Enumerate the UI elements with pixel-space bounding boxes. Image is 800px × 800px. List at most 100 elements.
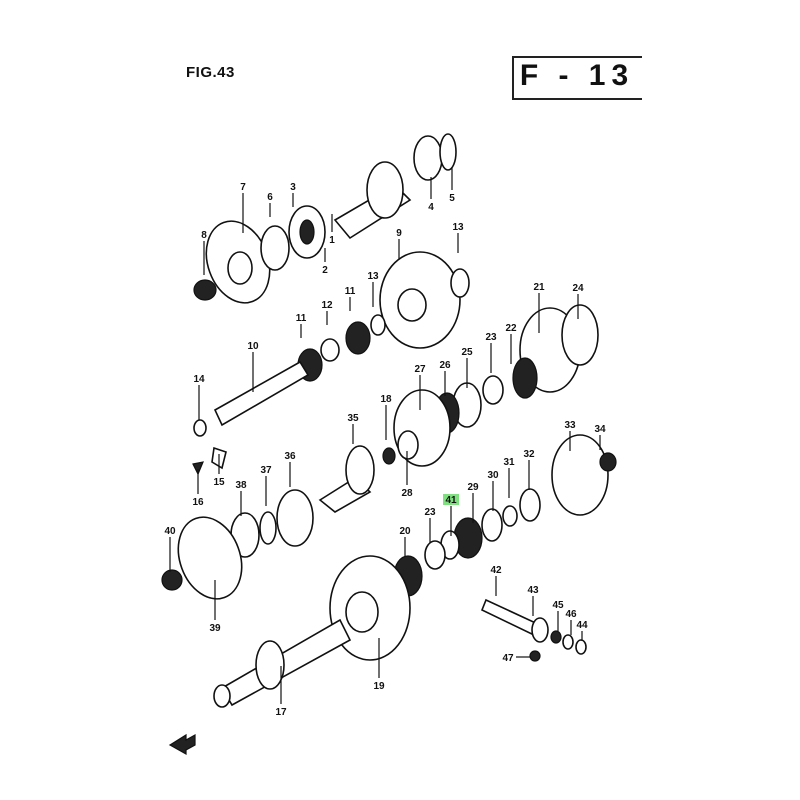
circlip-5 xyxy=(439,133,457,171)
callout-25: 25 xyxy=(461,347,473,388)
callout-3: 3 xyxy=(290,182,296,207)
callout-36: 36 xyxy=(284,451,296,487)
callout-number[interactable]: 41 xyxy=(445,495,457,506)
counter-gear-9-bore xyxy=(397,288,427,322)
callout-number[interactable]: 7 xyxy=(240,182,246,193)
callout-number[interactable]: 6 xyxy=(267,192,273,203)
callout-number[interactable]: 12 xyxy=(321,300,333,311)
spacer-12 xyxy=(320,338,340,362)
callout-41: 41 xyxy=(443,494,459,536)
output-shaft-17 xyxy=(220,618,352,707)
callout-29: 29 xyxy=(467,482,479,523)
callout-number[interactable]: 46 xyxy=(565,609,577,620)
callout-13: 13 xyxy=(367,271,379,307)
circlip-37 xyxy=(259,511,277,545)
callout-44: 44 xyxy=(576,620,588,641)
washer-13 xyxy=(450,268,470,298)
callout-number[interactable]: 45 xyxy=(552,600,564,611)
callout-number[interactable]: 8 xyxy=(201,230,207,241)
nut-8 xyxy=(193,279,217,301)
callout-number[interactable]: 5 xyxy=(449,193,455,204)
callout-number[interactable]: 25 xyxy=(461,347,473,358)
callout-number[interactable]: 36 xyxy=(284,451,296,462)
page-code: F - 13 xyxy=(519,59,635,92)
callout-number[interactable]: 19 xyxy=(373,681,385,692)
callout-number[interactable]: 22 xyxy=(505,323,517,334)
callout-number[interactable]: 38 xyxy=(235,480,247,491)
callout-number[interactable]: 33 xyxy=(564,420,576,431)
callout-number[interactable]: 10 xyxy=(247,341,259,352)
callout-number[interactable]: 34 xyxy=(594,424,606,435)
callout-number[interactable]: 9 xyxy=(396,228,402,239)
callout-number[interactable]: 23 xyxy=(485,332,497,343)
callout-46: 46 xyxy=(565,609,577,635)
callout-38: 38 xyxy=(235,480,247,516)
callout-number[interactable]: 11 xyxy=(296,313,307,324)
ring-32 xyxy=(519,488,541,522)
callout-45: 45 xyxy=(552,600,564,631)
callout-12: 12 xyxy=(321,300,333,325)
seal-45 xyxy=(550,630,562,644)
seal-6 xyxy=(260,225,290,271)
callout-number[interactable]: 31 xyxy=(503,457,515,468)
callout-number[interactable]: 47 xyxy=(502,653,514,664)
bearing-36 xyxy=(276,489,314,547)
callout-17: 17 xyxy=(275,666,287,718)
callout-9: 9 xyxy=(396,228,402,259)
callout-number[interactable]: 44 xyxy=(576,620,588,631)
ring-28 xyxy=(397,430,419,460)
callout-number[interactable]: 3 xyxy=(290,182,296,193)
callout-number[interactable]: 29 xyxy=(467,482,479,493)
bearing-2-balls xyxy=(299,219,315,245)
callout-40: 40 xyxy=(164,526,176,572)
gear-35 xyxy=(345,445,375,495)
callout-number[interactable]: 28 xyxy=(401,488,413,499)
callout-number[interactable]: 39 xyxy=(209,623,221,634)
callout-number[interactable]: 14 xyxy=(193,374,205,385)
gear-19-hub xyxy=(345,591,379,633)
callout-5: 5 xyxy=(449,168,455,204)
callout-number[interactable]: 43 xyxy=(527,585,539,596)
callout-number[interactable]: 18 xyxy=(380,394,392,405)
callout-number[interactable]: 23 xyxy=(424,507,436,518)
callout-4: 4 xyxy=(428,177,434,213)
output-gear-17 xyxy=(255,640,285,690)
callout-number[interactable]: 11 xyxy=(345,286,356,297)
callout-number[interactable]: 32 xyxy=(523,449,535,460)
callout-number[interactable]: 16 xyxy=(192,497,204,508)
callout-number[interactable]: 30 xyxy=(487,470,499,481)
callout-number[interactable]: 27 xyxy=(414,364,426,375)
callout-number[interactable]: 37 xyxy=(260,465,272,476)
callout-number[interactable]: 21 xyxy=(533,282,545,293)
callout-21: 21 xyxy=(533,282,545,333)
callout-22: 22 xyxy=(505,323,517,364)
flange-39 xyxy=(177,516,243,600)
input-gear-1 xyxy=(366,161,404,219)
callout-43: 43 xyxy=(527,585,539,616)
callout-number[interactable]: 40 xyxy=(164,526,176,537)
callout-number[interactable]: 4 xyxy=(428,202,434,213)
callout-number[interactable]: 13 xyxy=(452,222,464,233)
callout-number[interactable]: 1 xyxy=(329,235,335,246)
callout-14: 14 xyxy=(193,374,205,420)
callout-24: 24 xyxy=(572,283,584,319)
callout-8: 8 xyxy=(201,230,207,275)
callout-highlight xyxy=(443,494,459,505)
callout-number[interactable]: 26 xyxy=(439,360,451,371)
callout-20: 20 xyxy=(399,526,411,557)
callout-number[interactable]: 35 xyxy=(347,413,359,424)
callout-number[interactable]: 17 xyxy=(275,707,287,718)
oring-44 xyxy=(575,639,587,655)
ring-23b xyxy=(424,540,446,570)
callout-number[interactable]: 15 xyxy=(213,477,225,488)
callout-number[interactable]: 24 xyxy=(572,283,584,294)
sleeve-43 xyxy=(531,617,549,643)
callout-number[interactable]: 20 xyxy=(399,526,411,537)
callout-number[interactable]: 42 xyxy=(490,565,502,576)
callout-19: 19 xyxy=(373,638,385,692)
housing-33 xyxy=(551,434,609,516)
callout-number[interactable]: 2 xyxy=(322,265,328,276)
callout-2: 2 xyxy=(322,248,328,276)
callout-number[interactable]: 13 xyxy=(367,271,379,282)
